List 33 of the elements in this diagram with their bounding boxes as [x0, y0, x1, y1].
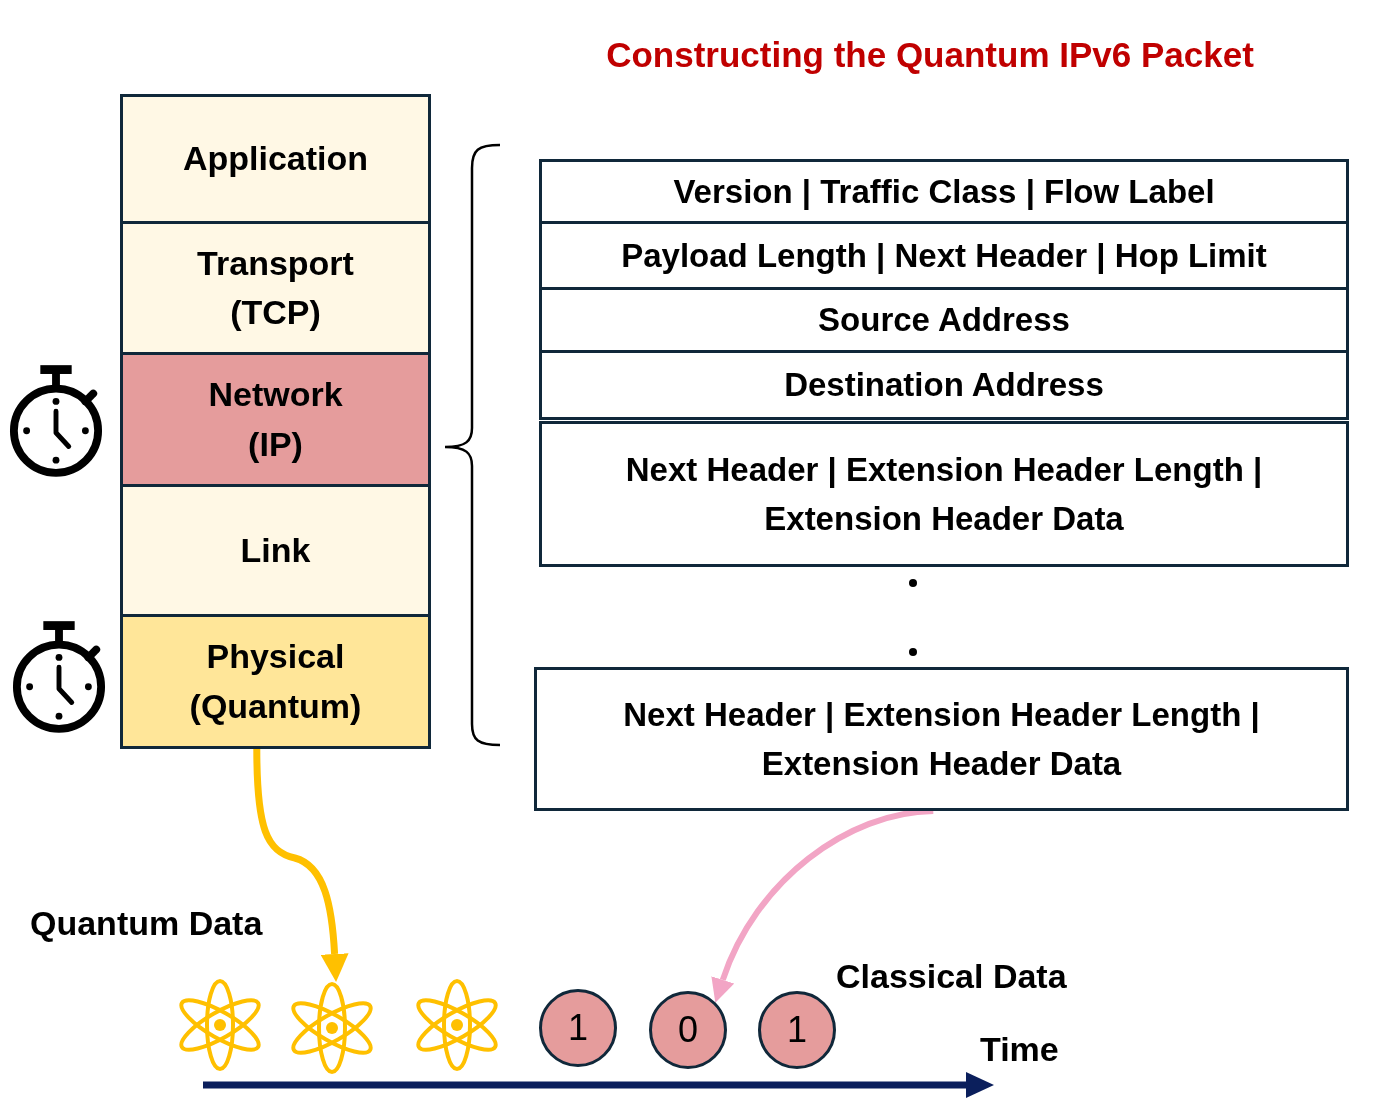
layer-box [120, 355, 431, 487]
layer-box [120, 224, 431, 355]
layer-label: Transport (TCP) [196, 242, 355, 333]
layer-box [120, 617, 431, 749]
bit-value: 0 [678, 1012, 698, 1048]
header-field-label: Version | Traffic Class | Flow Label [673, 171, 1215, 212]
header-field-label: Payload Length | Next Header | Hop Limit [621, 235, 1267, 276]
extension-header-row [539, 421, 1349, 567]
curved-arrow [253, 748, 349, 982]
layer-label: Network (IP) [207, 374, 344, 465]
header-field-row [539, 353, 1349, 420]
extension-header-row [534, 667, 1349, 811]
layer-box [120, 487, 431, 617]
data-type-label: Classical Data [836, 957, 1067, 996]
extension-header-label: Next Header | Extension Header Length | Extension Header Data [624, 449, 1264, 539]
axis-label: Time [980, 1030, 1059, 1069]
header-field-row [539, 224, 1349, 290]
bit-value: 1 [568, 1010, 588, 1046]
layer-label: Physical (Quantum) [188, 636, 363, 727]
atom-icon [416, 979, 498, 1071]
atom-icon [179, 979, 261, 1071]
layer-label: Application [182, 138, 369, 180]
header-field-row [539, 290, 1349, 353]
extension-header-label: Next Header | Extension Header Length | Extension Header Data [622, 694, 1261, 784]
layer-label: Link [240, 529, 311, 571]
header-field-label: Source Address [818, 300, 1070, 340]
diagram-title: Constructing the Quantum IPv6 Packet [606, 35, 1254, 75]
bit-value: 1 [787, 1012, 807, 1048]
layer-box [120, 94, 431, 224]
atom-icon [291, 982, 373, 1074]
header-field-label: Destination Address [784, 365, 1104, 405]
data-type-label: Quantum Data [30, 904, 263, 943]
header-field-row [539, 159, 1349, 224]
